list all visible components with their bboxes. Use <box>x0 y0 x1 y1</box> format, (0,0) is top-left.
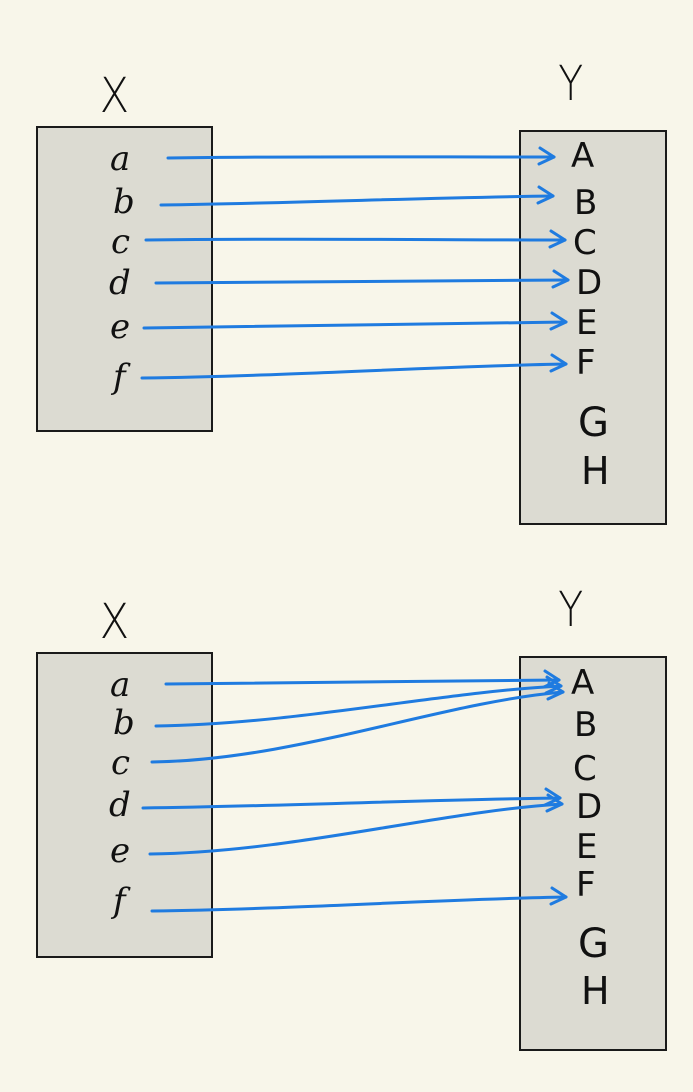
codomain-element-D: D <box>576 787 603 827</box>
codomain-element-A: A <box>571 136 595 176</box>
domain-element-c: c <box>111 743 131 783</box>
codomain-element-D: D <box>576 263 603 303</box>
codomain-element-C: C <box>573 223 597 263</box>
codomain-element-C: C <box>573 749 597 789</box>
domain-title: X <box>99 68 130 124</box>
domain-element-e: e <box>110 831 131 871</box>
arrow-e-to-D <box>148 802 564 856</box>
arrowhead-b-to-B <box>536 185 555 205</box>
arrowhead-c-to-C <box>548 229 567 249</box>
domain-element-f: f <box>113 881 126 921</box>
domain-element-d: d <box>109 785 131 825</box>
codomain-element-B: B <box>574 705 598 745</box>
arrow-e-to-E <box>142 320 568 330</box>
arrowhead-f-to-F <box>549 353 568 373</box>
arrowhead-e-to-D <box>545 793 564 813</box>
codomain-element-A: A <box>571 663 595 703</box>
arrow-a-to-A <box>164 678 561 686</box>
arrowhead-b-to-A <box>544 675 563 695</box>
codomain-title: Y <box>558 56 584 112</box>
codomain-element-E: E <box>576 827 598 867</box>
domain-element-a: a <box>110 665 131 705</box>
codomain-box <box>519 656 667 1051</box>
arrow-a-to-A <box>166 155 556 160</box>
mapping-arrows <box>140 146 570 380</box>
domain-title: X <box>99 594 130 650</box>
arrowhead-d-to-D <box>551 269 570 289</box>
arrow-b-to-B <box>159 194 555 207</box>
arrowhead-a-to-A <box>537 146 556 166</box>
domain-element-b: b <box>113 703 135 743</box>
mapping-diagram-2: X Y a b c d e f A B C D E F G H <box>0 546 693 1092</box>
arrowhead-e-to-E <box>549 311 568 331</box>
codomain-element-F: F <box>576 343 596 383</box>
codomain-box <box>519 130 667 525</box>
codomain-element-B: B <box>574 183 598 223</box>
domain-element-e: e <box>110 307 131 347</box>
domain-element-c: c <box>111 222 131 262</box>
codomain-element-H: H <box>581 969 610 1013</box>
domain-element-d: d <box>109 263 131 303</box>
domain-box <box>36 126 213 432</box>
arrow-b-to-A <box>154 684 563 728</box>
arrowhead-f-to-F <box>549 886 568 906</box>
domain-element-a: a <box>110 139 131 179</box>
arrowhead-c-to-A <box>546 681 565 701</box>
arrow-f-to-F <box>140 362 568 380</box>
codomain-element-G: G <box>578 921 609 967</box>
arrow-d-to-D <box>154 278 570 285</box>
arrowhead-d-to-D <box>543 787 562 807</box>
arrow-c-to-A <box>150 690 565 764</box>
domain-element-b: b <box>113 182 135 222</box>
domain-box <box>36 652 213 958</box>
codomain-element-G: G <box>578 400 609 446</box>
codomain-element-F: F <box>576 865 596 905</box>
domain-element-f: f <box>113 357 126 397</box>
mapping-arrows <box>141 669 568 913</box>
codomain-element-E: E <box>576 303 598 343</box>
codomain-element-H: H <box>581 449 610 493</box>
arrow-d-to-D <box>141 796 562 810</box>
arrow-c-to-C <box>144 237 567 242</box>
mapping-diagram-1: X Y a b c d e f A B C D E F G H <box>36 56 667 525</box>
arrow-f-to-F <box>150 895 568 913</box>
codomain-title: Y <box>558 582 584 638</box>
